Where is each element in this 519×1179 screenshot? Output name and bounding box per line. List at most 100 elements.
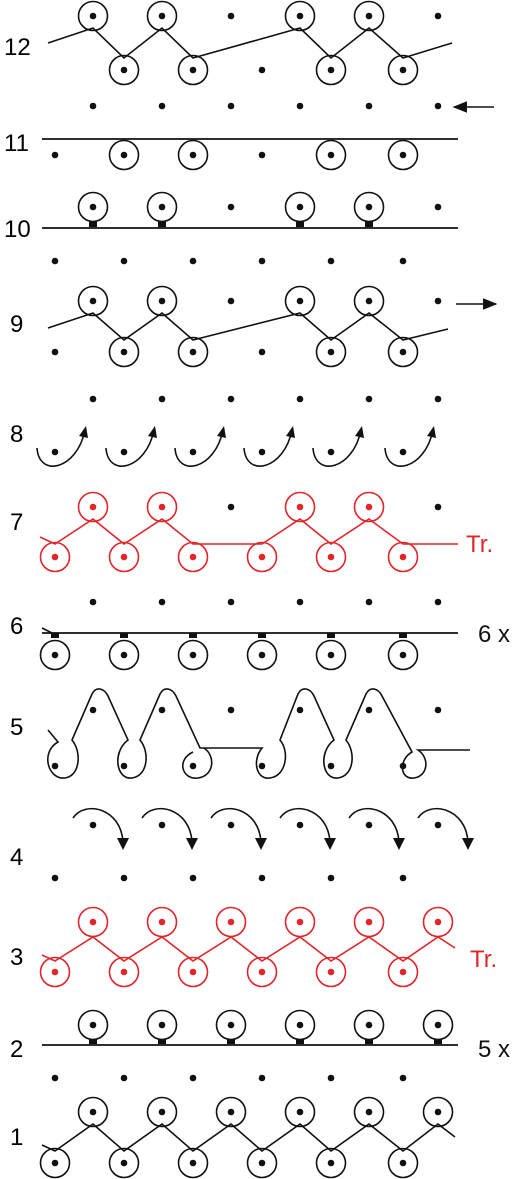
stitch-dot [189, 553, 197, 561]
row2-repeat-label: 5 x [478, 1036, 510, 1063]
stitch-dot [327, 151, 335, 159]
stitch-loop [39, 1147, 71, 1179]
stitch-loop [39, 956, 71, 988]
stitch-loop [146, 906, 178, 938]
stitch-dot [158, 297, 166, 305]
row-12-yarn [47, 26, 453, 60]
stitch-dot [89, 102, 97, 110]
stitch-loop [353, 906, 385, 938]
stitch-dot [365, 297, 373, 305]
row-8-arrowhead [148, 426, 157, 438]
row-label-6: 6 [10, 613, 23, 640]
stitch-loop [315, 639, 347, 671]
row-label-5: 5 [10, 714, 23, 741]
stitch-dot [120, 1159, 128, 1167]
stitch-dot [158, 1108, 166, 1116]
row-8-arrowhead [286, 426, 295, 438]
stitch-dot [296, 102, 304, 110]
stitch-dot [89, 395, 97, 403]
row-label-8: 8 [10, 421, 23, 448]
stitch-dot [365, 12, 373, 20]
stitch-tab [327, 633, 335, 638]
stitch-loop [177, 639, 209, 671]
stitch-dot [158, 706, 166, 714]
stitch-loop [315, 336, 347, 368]
stitch-loop [353, 191, 385, 223]
stitch-dot [258, 348, 266, 356]
stitch-dot [51, 257, 59, 265]
stitch-dot [296, 1021, 304, 1029]
stitch-dot [120, 762, 128, 770]
stitch-dot [227, 821, 235, 829]
row-4-arrowhead [324, 838, 336, 850]
row-8-arrowhead [427, 426, 436, 438]
stitch-dot [189, 1074, 197, 1082]
row-5-loop [182, 747, 213, 779]
stitch-dot [227, 102, 235, 110]
stitch-loop [284, 0, 316, 32]
stitch-loop [284, 285, 316, 317]
stitch-dot [89, 598, 97, 606]
stitch-dot [89, 918, 97, 926]
stitch-dot [51, 651, 59, 659]
stitch-loop [315, 1147, 347, 1179]
stitch-dot [51, 348, 59, 356]
stitch-dot [227, 706, 235, 714]
row-4-arrowhead [255, 838, 267, 850]
stitch-dot [120, 448, 128, 456]
stitch-dot [365, 395, 373, 403]
stitch-dot [399, 553, 407, 561]
stitch-tab [189, 633, 197, 638]
row-4-arrowhead [462, 838, 474, 850]
row-4-arrowhead [186, 838, 198, 850]
row-7-yarn [39, 518, 458, 545]
stitch-loop [284, 491, 316, 523]
stitch-dot [89, 297, 97, 305]
row-8-arrowhead [355, 426, 364, 438]
stitch-dot [227, 1021, 235, 1029]
row-4-twist [72, 808, 124, 843]
row-8-arrowhead [217, 426, 226, 438]
row-4-twist [348, 808, 400, 843]
stitch-dot [434, 12, 442, 20]
stitch-loop [77, 285, 109, 317]
stitch-dot [258, 1074, 266, 1082]
stitch-tab [434, 1039, 442, 1044]
stitch-dot [158, 102, 166, 110]
stitch-tab [120, 633, 128, 638]
stitch-dot [434, 821, 442, 829]
row-9-yarn [47, 311, 449, 342]
stitch-dot [365, 598, 373, 606]
stitch-dot [120, 874, 128, 882]
stitch-dot [189, 874, 197, 882]
stitch-dot [189, 66, 197, 74]
stitch-dot [434, 598, 442, 606]
stitch-dot [327, 968, 335, 976]
stitch-dot [399, 257, 407, 265]
stitch-dot [327, 1159, 335, 1167]
stitch-dot [89, 203, 97, 211]
stitch-dot [89, 12, 97, 20]
stitch-loop [77, 491, 109, 523]
row-8-twist [174, 429, 224, 467]
row-4-twist [279, 808, 331, 843]
stitch-tab [89, 1039, 97, 1044]
stitch-loop [146, 1096, 178, 1128]
stitch-dot [327, 448, 335, 456]
stitch-tab [365, 1039, 373, 1044]
stitch-dot [365, 821, 373, 829]
row-label-12: 12 [4, 34, 31, 61]
stitch-loop [177, 336, 209, 368]
row-8-twist [243, 429, 293, 467]
stitch-loop [146, 191, 178, 223]
stitch-dot [365, 503, 373, 511]
stitch-loop [77, 906, 109, 938]
stitch-dot [120, 1074, 128, 1082]
stitch-loop [177, 1147, 209, 1179]
row-label-9: 9 [10, 311, 23, 338]
stitch-dot [51, 1074, 59, 1082]
row-label-11: 11 [4, 130, 29, 157]
row-8-twist [312, 429, 362, 467]
stitch-dot [189, 1159, 197, 1167]
stitch-dot [296, 706, 304, 714]
